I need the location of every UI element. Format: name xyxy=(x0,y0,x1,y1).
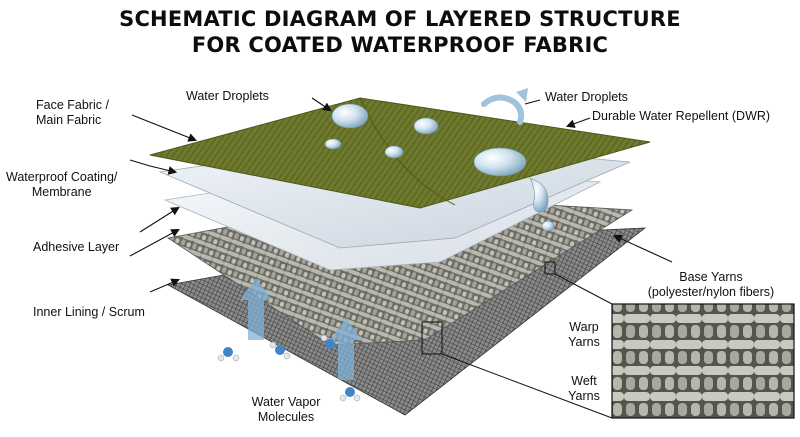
label-weft-yarns: Weft Yarns xyxy=(560,374,608,404)
label-water-vapor: Water Vapor Molecules xyxy=(226,395,346,425)
title-line-2: FOR COATED WATERPROOF FABRIC xyxy=(191,33,609,57)
label-waterproof-coating-line-2: Membrane xyxy=(31,185,92,199)
vapor-arrows xyxy=(240,278,362,380)
label-base-yarns-line-2: (polyester/nylon fibers) xyxy=(647,285,775,299)
label-water-vapor-line-2: Molecules xyxy=(257,410,315,424)
diagram-title: SCHEMATIC DIAGRAM OF LAYERED STRUCTURE F… xyxy=(0,6,800,58)
label-weft-yarns-line-2: Yarns xyxy=(568,389,600,403)
label-base-yarns-line-1: Base Yarns xyxy=(679,270,743,284)
zoom-marker-small xyxy=(544,261,556,275)
label-warp-yarns-line-2: Yarns xyxy=(568,335,600,349)
label-water-droplets-right: Water Droplets xyxy=(545,90,628,104)
leader-lines xyxy=(129,97,673,293)
water-droplet-group xyxy=(324,88,555,232)
label-face-fabric-line-1: Face Fabric / xyxy=(36,98,109,112)
label-face-fabric-line-2: Main Fabric xyxy=(36,113,102,127)
label-warp-yarns: Warp Yarns xyxy=(560,320,608,350)
label-adhesive-layer: Adhesive Layer xyxy=(33,240,120,254)
vapor-molecules xyxy=(217,334,361,402)
title-line-1: SCHEMATIC DIAGRAM OF LAYERED STRUCTURE xyxy=(119,7,681,31)
zoom-marker-large xyxy=(421,321,443,355)
label-base-yarns: Base Yarns (polyester/nylon fibers) xyxy=(626,270,796,300)
label-water-droplets-top: Water Droplets xyxy=(186,89,269,103)
label-warp-yarns-line-1: Warp xyxy=(569,320,599,334)
label-face-fabric: Face Fabric / Main Fabric xyxy=(36,98,109,128)
label-waterproof-coating-line-1: Waterproof Coating/ xyxy=(6,170,118,184)
label-waterproof-coating: Waterproof Coating/ Membrane xyxy=(6,170,117,200)
label-dwr: Durable Water Repellent (DWR) xyxy=(592,109,771,123)
label-weft-yarns-line-1: Weft xyxy=(571,374,597,388)
weave-zoom-inset xyxy=(611,303,795,419)
label-inner-lining: Inner Lining / Scrum xyxy=(33,305,145,319)
label-water-vapor-line-1: Water Vapor xyxy=(251,395,321,409)
